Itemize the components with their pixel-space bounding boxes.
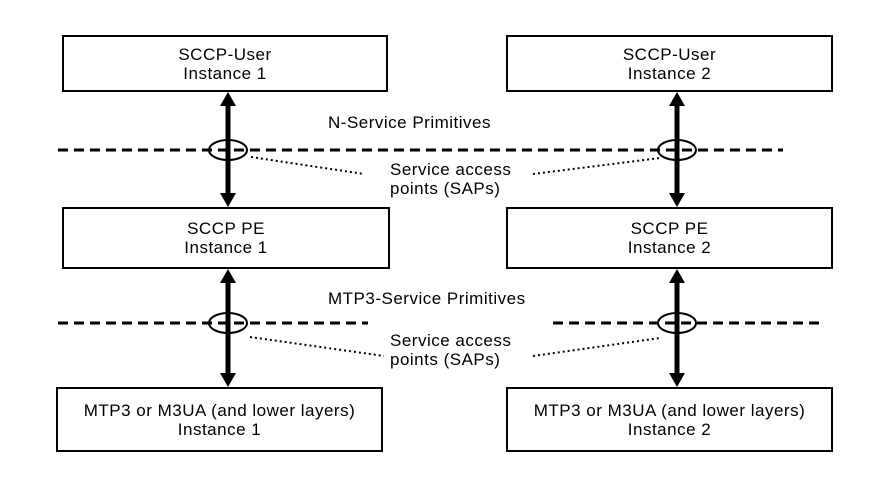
box-label-line1: SCCP-User <box>622 44 717 64</box>
box-label-line2: Instance 2 <box>627 419 712 439</box>
service-primitives-arrow-top-left <box>220 92 236 207</box>
box-mtp3-instance-1: MTP3 or M3UA (and lower layers) Instance… <box>56 387 383 452</box>
service-access-points-label-top: Service access points (SAPs) <box>390 160 511 198</box>
service-primitives-arrow-bottom-left <box>220 269 236 387</box>
service-primitives-arrow-top-right <box>669 92 685 207</box>
box-sccp-user-instance-2: SCCP-User Instance 2 <box>506 35 833 92</box>
box-mtp3-instance-2: MTP3 or M3UA (and lower layers) Instance… <box>506 387 833 452</box>
sap-leader-line-bottom-left <box>249 336 385 357</box>
box-label-line2: Instance 1 <box>184 238 268 257</box>
box-label-line2: Instance 2 <box>627 238 712 257</box>
sap-label-line1: Service access <box>390 160 512 179</box>
sap-label-line1: Service access <box>390 331 512 350</box>
box-sccp-pe-instance-1: SCCP PE Instance 1 <box>62 207 390 269</box>
box-label-line1: SCCP-User <box>178 44 272 64</box>
sap-ellipse-bottom-right <box>657 312 697 334</box>
box-label-line1: MTP3 or M3UA (and lower layers) <box>83 400 356 420</box>
box-label-line1: SCCP PE <box>187 219 265 238</box>
mtp3-service-primitives-label: MTP3-Service Primitives <box>328 289 526 308</box>
sap-leader-line-bottom-right <box>532 337 661 357</box>
service-primitives-arrow-bottom-right <box>669 269 685 387</box>
sap-leader-line-top-left <box>250 156 365 175</box>
box-sccp-pe-instance-2: SCCP PE Instance 2 <box>506 207 833 269</box>
sap-ellipse-top-left <box>208 139 248 161</box>
box-label-line2: Instance 1 <box>183 63 267 83</box>
box-label-line2: Instance 2 <box>627 63 712 83</box>
box-sccp-user-instance-1: SCCP-User Instance 1 <box>62 35 388 92</box>
sap-ellipse-top-right <box>657 139 697 161</box>
box-label-line1: MTP3 or M3UA (and lower layers) <box>533 400 806 420</box>
n-service-primitives-label: N-Service Primitives <box>328 113 492 132</box>
sap-label-line2: points (SAPs) <box>390 179 501 198</box>
sap-leader-line-top-right <box>532 157 661 175</box>
box-label-line2: Instance 1 <box>177 419 262 439</box>
box-label-line1: SCCP PE <box>630 219 709 238</box>
sap-ellipse-bottom-left <box>208 312 248 334</box>
service-access-points-label-bottom: Service access points (SAPs) <box>390 331 511 369</box>
sap-label-line2: points (SAPs) <box>390 350 501 369</box>
